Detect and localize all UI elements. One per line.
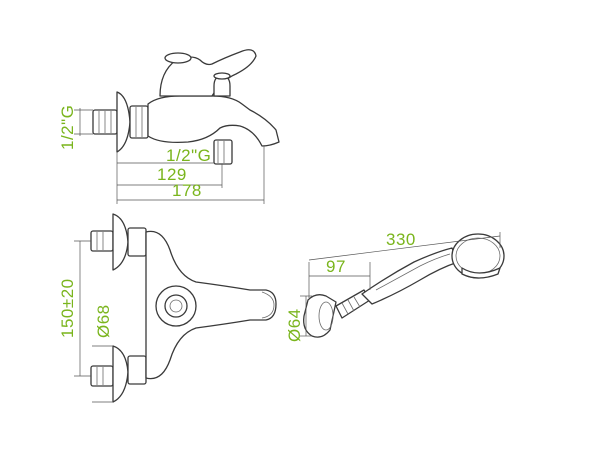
label-spout-depth: 129 xyxy=(157,165,187,184)
label-overall-depth: 178 xyxy=(172,181,202,200)
wall-flange xyxy=(116,91,131,153)
shower-outlet xyxy=(213,139,233,165)
label-flange-diameter: Ø68 xyxy=(94,304,113,338)
hand-shower-view xyxy=(300,232,505,338)
label-holder-diameter: Ø64 xyxy=(285,308,304,342)
shower-holder xyxy=(303,294,337,338)
top-view xyxy=(74,213,277,403)
side-view xyxy=(74,49,280,204)
label-thread-inlet: 1/2"G xyxy=(58,105,77,150)
label-thread-outlet: 1/2"G xyxy=(166,146,211,165)
mixer-body-top xyxy=(145,230,277,380)
mixer-body xyxy=(147,95,280,147)
label-hose-length: 330 xyxy=(386,230,416,249)
label-holder-length: 97 xyxy=(326,257,346,276)
label-center-distance: 150±20 xyxy=(58,278,77,338)
